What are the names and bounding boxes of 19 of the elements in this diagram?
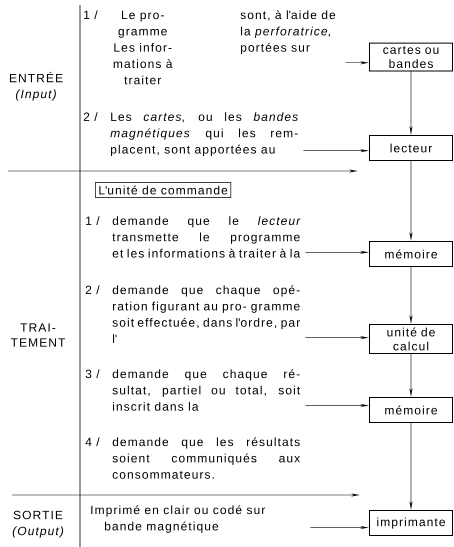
step-text: 4 / demande que les résultats soient communiqués aux consommateurs.	[85, 437, 300, 479]
step-text: 2 / demande que chaque opé- ration figurant au pro- gramme soit effectuée, dans l'ordre, par l'	[86, 285, 300, 343]
unit-box: mémoire	[369, 397, 453, 423]
section-label: SORTIE	[14, 510, 62, 520]
section-label: TRAI- TEMENT	[10, 323, 66, 347]
step-text: Imprimé en clair ou codé sur bande magnétique	[91, 505, 266, 533]
step-text: 2 / Les cartes, ou les bandes magnétiques qui les rem- placent, sont apportées au	[84, 112, 298, 156]
section-label: ENTRÉE	[10, 72, 62, 82]
unit-box: unité de calcul	[369, 324, 453, 354]
step-text: 1 / Le pro- gramme Les infor- mations à traiter sont, à l'aide de la perforatrice, portées sur	[84, 10, 336, 84]
step-text: 3 / demande que chaque ré- sultat, partiel ou total, soit inscrit dans la	[86, 369, 300, 411]
control-box: L'unité de commande	[95, 182, 232, 198]
unit-box: cartes ou bandes	[369, 42, 453, 72]
step-text: 1 / demande que le lecteur transmette le programme et les informations à traiter à la	[86, 216, 301, 258]
unit-box: lecteur	[369, 135, 453, 161]
section-label: (Input)	[16, 89, 56, 101]
unit-box: mémoire	[369, 241, 453, 267]
unit-box: imprimante	[369, 510, 453, 536]
section-label: (Output)	[12, 526, 64, 538]
